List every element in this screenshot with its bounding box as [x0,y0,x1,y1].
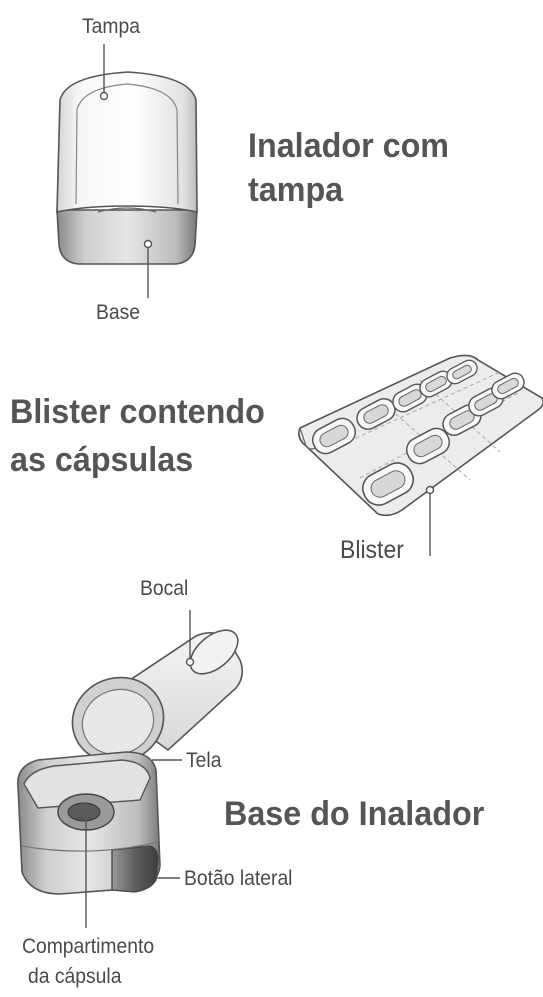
inhaler-with-cap-title-line1: Inalador com [248,127,450,165]
side-button-callout-label: Botão lateral [184,867,293,890]
screen-callout-label: Tela [186,749,222,772]
open-inhaler [17,610,244,928]
inhaler-base-title: Base do Inalador [224,795,485,833]
blister-title-line2: as cápsulas [10,441,194,479]
blister-title-line1: Blister contendo [10,393,265,431]
base-callout-label: Base [96,301,141,324]
inhaler-with-cap-title-line2: tampa [248,171,344,209]
blister-pack [298,354,543,556]
mouthpiece-callout-label: Bocal [140,577,189,600]
capsule-chamber-callout-label-line2: da cápsula [28,965,122,988]
cap-callout-label: Tampa [82,15,140,38]
blister-callout-label: Blister [340,536,404,564]
capsule-chamber-callout-label-line1: Compartimento [22,935,155,958]
capped-inhaler [56,44,198,298]
